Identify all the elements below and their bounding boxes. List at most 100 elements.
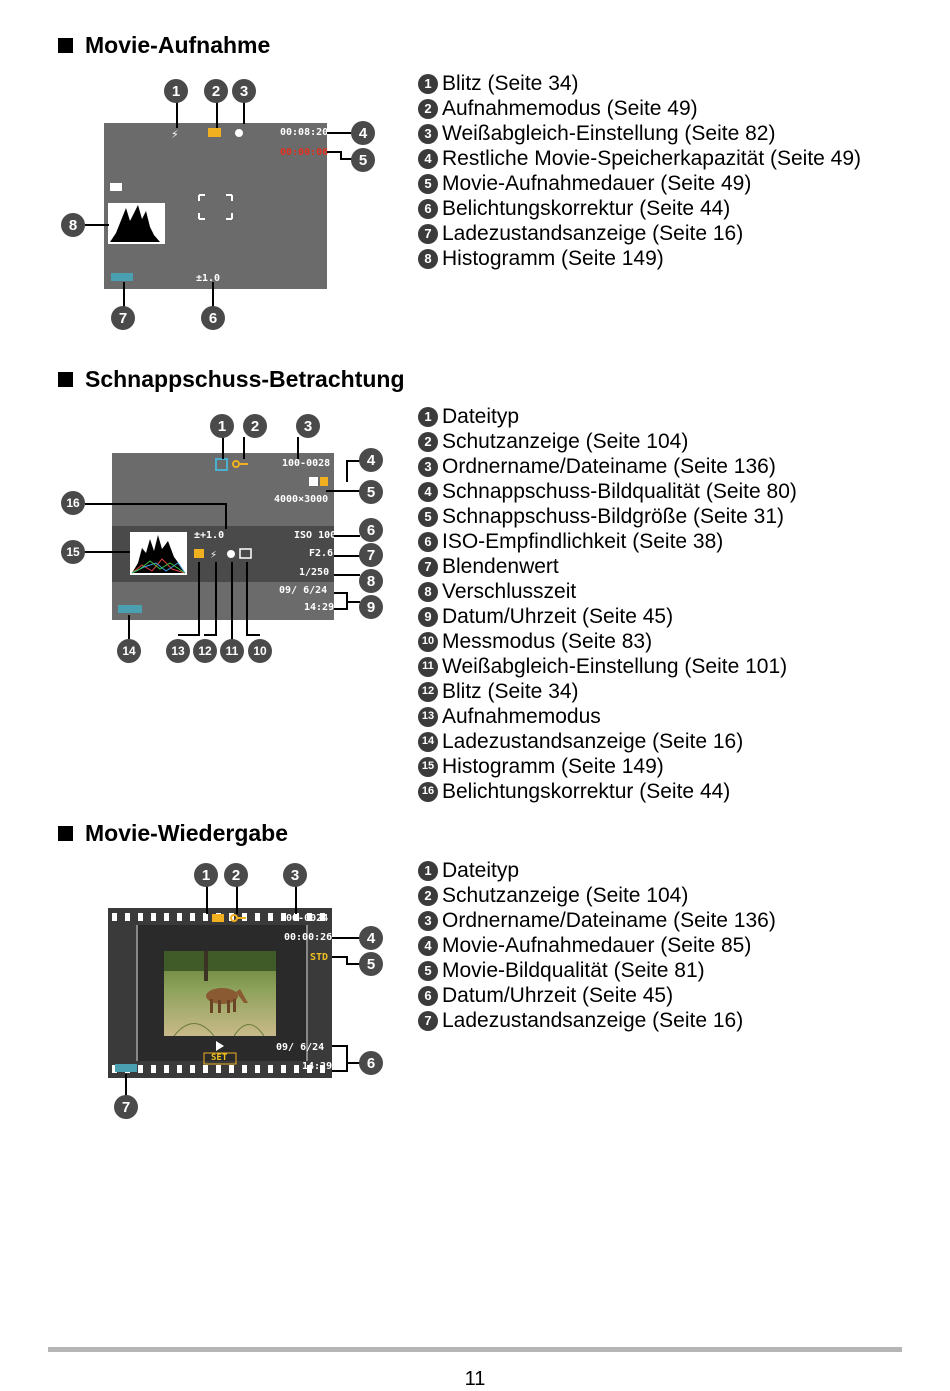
osd-time: 14:29 [302, 1061, 333, 1072]
legend-text: Belichtungskorrektur (Seite 44) [442, 197, 731, 220]
square-bullet-icon [58, 372, 73, 387]
flash-icon: ⚡ [210, 550, 217, 561]
legend-number-badge: 14 [418, 731, 438, 752]
legend-number-badge: 1 [418, 860, 438, 881]
legend-text: Dateityp [442, 859, 520, 882]
leader-line [243, 437, 245, 459]
legend-text: ISO-Empfindlichkeit (Seite 38) [442, 530, 724, 553]
legend-number-badge: 5 [418, 173, 438, 194]
callout-1: 1 [164, 79, 188, 103]
callout-7: 7 [111, 306, 135, 330]
legend-number-badge: 4 [418, 935, 438, 956]
legend-text: Movie-Aufnahmedauer (Seite 49) [442, 172, 752, 195]
legend-number-badge: 8 [418, 248, 438, 269]
histogram-graph [110, 205, 160, 242]
section-title: Schnappschuss-Betrachtung [85, 366, 405, 392]
callout-5: 5 [359, 480, 383, 504]
osd-duration: 00:00:26 [284, 932, 333, 943]
callout-4: 4 [359, 448, 383, 472]
legend-number-badge: 5 [418, 506, 438, 527]
callout-9: 9 [359, 595, 383, 619]
legend-text: Messmodus (Seite 83) [442, 630, 653, 653]
callout-2: 2 [243, 414, 267, 438]
legend-number-badge: 3 [418, 456, 438, 477]
callout-15: 15 [61, 540, 85, 564]
leader-line [85, 224, 109, 226]
leader-line [123, 282, 125, 307]
set-button-frame [203, 1052, 237, 1065]
leader-line [128, 615, 130, 639]
legend-number-badge: 3 [418, 123, 438, 144]
callout-2: 2 [204, 79, 228, 103]
callout-13: 13 [166, 639, 190, 663]
leader-line [326, 490, 360, 492]
battery-icon [118, 605, 142, 613]
callout-3: 3 [232, 79, 256, 103]
quality-icon [309, 477, 318, 486]
leader-line [225, 503, 227, 529]
leader-line [85, 503, 226, 505]
legend-number-badge: 6 [418, 985, 438, 1006]
legend-text: Histogramm (Seite 149) [442, 755, 664, 778]
osd-time: 14:29 [304, 602, 335, 613]
leader-line [246, 634, 260, 636]
legend-text: Dateityp [442, 405, 520, 428]
callout-5: 5 [351, 148, 375, 172]
camera-screen-graphics: ⚡ [108, 128, 243, 281]
leader-line [222, 437, 224, 459]
leader-line [295, 886, 297, 914]
leader-line [346, 601, 360, 603]
legend-text: Datum/Uhrzeit (Seite 45) [442, 605, 674, 628]
leader-line [231, 634, 233, 640]
callout-10: 10 [248, 639, 272, 663]
legend-number-badge: 2 [418, 98, 438, 119]
leader-line [178, 634, 199, 636]
leader-line [85, 551, 130, 553]
leader-line [346, 1062, 360, 1064]
osd-image-size: 4000×3000 [274, 494, 329, 505]
osd-shutter: 1/250 [299, 567, 330, 578]
protect-key-icon [230, 914, 238, 922]
histogram-graph [132, 535, 185, 573]
leader-line [327, 151, 341, 153]
section-heading-schnappschuss-betrachtung: Schnappschuss-Betrachtung [58, 366, 405, 393]
osd-date: 09/ 6/24 [276, 1042, 325, 1053]
callout-5: 5 [359, 952, 383, 976]
section-heading-movie-wiedergabe: Movie-Wiedergabe [58, 820, 288, 847]
legend-text: Blendenwert [442, 555, 559, 578]
legend-number-badge: 2 [418, 431, 438, 452]
set-button-label: SET [211, 1053, 228, 1063]
white-balance-icon [235, 129, 243, 137]
legend-number-badge: 10 [418, 631, 438, 652]
leader-line [297, 437, 299, 459]
leader-line [332, 937, 360, 939]
legend-number-badge: 2 [418, 885, 438, 906]
callout-7: 7 [114, 1095, 138, 1119]
leader-line [206, 886, 208, 914]
playback-osd-graphics [115, 914, 246, 1072]
movie-mode-icon [208, 128, 221, 137]
flash-icon: ⚡ [171, 128, 179, 141]
battery-icon [115, 1064, 137, 1072]
legend-number-badge: 8 [418, 581, 438, 602]
legend-text: Schnappschuss-Bildqualität (Seite 80) [442, 480, 797, 503]
callout-7: 7 [359, 543, 383, 567]
legend-number-badge: 1 [418, 73, 438, 94]
callout-8: 8 [359, 569, 383, 593]
callout-11: 11 [220, 639, 244, 663]
legend-text: Ordnername/Dateiname (Seite 136) [442, 909, 776, 932]
